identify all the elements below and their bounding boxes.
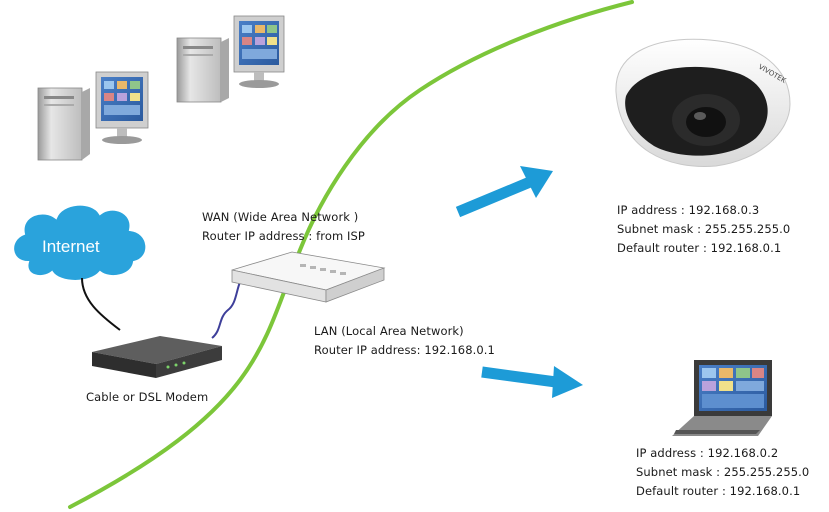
wan-lan-divider-line	[68, 0, 634, 509]
router-device	[231, 251, 386, 303]
modem-label: Cable or DSL Modem	[86, 390, 209, 404]
camera-ip-address: IP address : 192.168.0.3	[617, 203, 760, 217]
camera-subnet-mask: Subnet mask : 255.255.255.0	[617, 222, 791, 236]
wan-router-ip: Router IP address : from ISP	[202, 229, 365, 243]
laptop-subnet-mask: Subnet mask : 255.255.255.0	[636, 465, 810, 479]
laptop-computer	[672, 360, 772, 436]
arrow-to-camera	[455, 166, 553, 218]
internet-cable	[81, 277, 121, 331]
lan-router-ip: Router IP address: 192.168.0.1	[314, 343, 495, 357]
lan-title: LAN (Local Area Network)	[314, 324, 464, 338]
modem-router-cable	[211, 281, 241, 339]
lan-info: LAN (Local Area Network) Router IP addre…	[314, 322, 495, 360]
dome-camera: VIVOTEK	[615, 38, 791, 167]
desktop-computer-1	[37, 71, 149, 161]
laptop-network-info: IP address : 192.168.0.2 Subnet mask : 2…	[636, 444, 809, 501]
wan-title: WAN (Wide Area Network )	[202, 210, 359, 224]
arrow-to-laptop	[481, 366, 583, 398]
camera-default-router: Default router : 192.168.0.1	[617, 241, 782, 255]
laptop-default-router: Default router : 192.168.0.1	[636, 484, 801, 498]
internet-label: Internet	[42, 237, 100, 256]
modem-device	[92, 336, 222, 378]
camera-network-info: IP address : 192.168.0.3 Subnet mask : 2…	[617, 201, 790, 258]
wan-info: WAN (Wide Area Network ) Router IP addre…	[202, 208, 365, 246]
laptop-ip-address: IP address : 192.168.0.2	[636, 446, 779, 460]
internet-cloud	[12, 203, 148, 282]
desktop-computer-2	[176, 15, 285, 103]
